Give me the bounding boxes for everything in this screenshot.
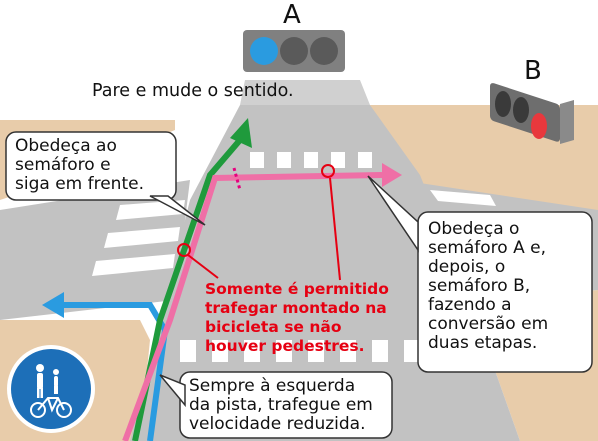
callout-tail-keep-left — [159, 374, 186, 408]
route-blue-arrowhead — [42, 292, 64, 318]
signal-b-side — [560, 100, 574, 144]
warning-line-1: Somente é permitido — [205, 280, 389, 298]
two-step-line-7: duas etapas. — [428, 333, 538, 353]
warning-line-4: houver pedestres. — [205, 337, 365, 355]
crosswalk-bottom — [180, 340, 420, 362]
callout-tail-two-step — [367, 175, 419, 253]
callout-tail-straight — [149, 195, 206, 226]
two-step-line-3: depois, o — [428, 257, 506, 277]
route-pink-two-step — [122, 172, 386, 441]
callout-box-keep-left — [179, 371, 393, 439]
marker-top-leader — [329, 177, 341, 281]
signal-a-blue-light — [250, 37, 278, 65]
keep-left-callout-text: Sempre à esquerda da pista, trafegue em … — [189, 377, 373, 434]
stop-mark — [232, 167, 242, 191]
pedestrian-icon — [36, 364, 59, 398]
route-pink-arrowhead — [382, 163, 402, 187]
signal-b-letter: B — [524, 56, 542, 86]
bicycle-icon — [30, 397, 72, 418]
straight-callout-text: Obedeça ao semáforo e siga em frente. — [15, 137, 144, 194]
marker-left-path — [177, 243, 191, 257]
route-blue-left-turn — [60, 302, 169, 441]
stop-turn-label: Pare e mude o sentido. — [92, 81, 294, 101]
warning-text: Somente é permitido trafegar montado na … — [205, 280, 389, 356]
signal-b-unlit-1 — [495, 91, 511, 117]
route-green-arrowhead — [230, 118, 252, 148]
road-far — [240, 80, 370, 105]
keep-left-line-1: Sempre à esquerda — [189, 376, 356, 396]
marker-left-leader — [187, 254, 219, 279]
keep-left-line-2: da pista, trafegue em — [189, 395, 373, 415]
callout-box-straight — [5, 131, 177, 201]
signal-a-unlit-1 — [280, 37, 308, 65]
two-step-line-2: semáforo A e, — [428, 238, 546, 258]
signal-a-unlit-2 — [310, 37, 338, 65]
straight-line-3: siga em frente. — [15, 174, 144, 194]
keep-left-line-3: velocidade reduzida. — [189, 414, 366, 434]
crosswalk-top — [250, 152, 372, 168]
straight-line-2: semáforo e — [15, 155, 111, 175]
pedestrian-bicycle-sign-disc — [11, 349, 91, 429]
signal-b-red-light — [531, 113, 547, 139]
marker-top-path — [321, 164, 335, 178]
warning-line-2: trafegar montado na — [205, 299, 387, 317]
straight-line-1: Obedeça ao — [15, 136, 117, 156]
two-step-line-1: Obedeça o — [428, 219, 520, 239]
two-step-line-6: conversão em — [428, 314, 549, 334]
warning-line-3: bicicleta se não — [205, 318, 342, 336]
two-step-line-4: semáforo B, — [428, 276, 531, 296]
signal-a-letter: A — [283, 0, 301, 30]
callout-box-two-step — [417, 211, 593, 373]
signal-b-unlit-2 — [513, 97, 529, 123]
two-step-line-5: fazendo a — [428, 295, 512, 315]
two-step-callout-text: Obedeça o semáforo A e, depois, o semáfo… — [428, 220, 548, 353]
